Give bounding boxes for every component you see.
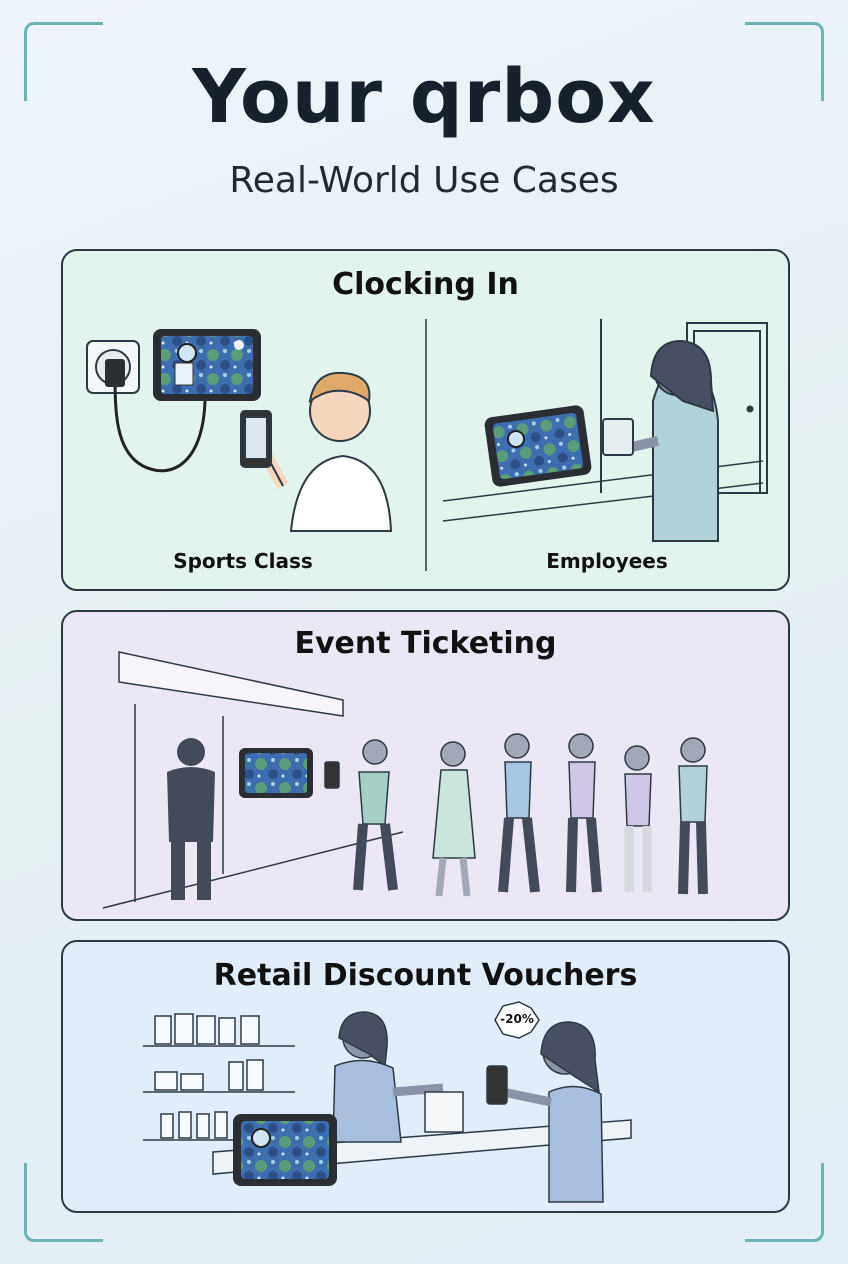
boy-figure-icon	[240, 371, 393, 532]
corner-bracket-bottom-left	[24, 1163, 103, 1242]
queue-person-icon	[432, 741, 476, 897]
queue-person-icon	[566, 733, 602, 893]
qrbox-device-icon	[484, 405, 592, 487]
page-title: Your qrbox	[192, 54, 656, 140]
qrbox-device-icon	[239, 748, 313, 798]
security-guard-figure-icon	[167, 738, 215, 900]
awning-icon	[118, 651, 344, 902]
shopping-bag-icon	[424, 1091, 464, 1133]
event-ticketing-illustration	[102, 651, 708, 909]
store-shelves-icon	[143, 1013, 295, 1141]
plug-icon	[105, 359, 125, 387]
section-clocking-in: Clocking In Sports Class Employees	[61, 249, 790, 591]
corner-bracket-bottom-right	[745, 1163, 824, 1242]
smartphone-icon	[486, 1065, 508, 1105]
caption-employees: Employees	[546, 549, 668, 573]
discount-badge-icon	[494, 1001, 540, 1039]
qrbox-device-icon	[233, 1114, 337, 1186]
page-subtitle: Real-World Use Cases	[229, 160, 619, 201]
cashier-figure-icon	[332, 1011, 464, 1143]
clocking-in-illustration	[86, 319, 768, 571]
section-title-retail-discount-vouchers: Retail Discount Vouchers	[213, 958, 638, 993]
queue-person-icon	[678, 737, 708, 895]
customer-figure-icon	[486, 1021, 604, 1203]
queue-person-icon	[498, 733, 540, 893]
queue-person-icon	[624, 745, 652, 892]
queue-person-icon	[324, 739, 398, 891]
qrbox-device-icon	[153, 329, 261, 401]
employee-figure-icon	[602, 339, 719, 542]
discount-badge-label: -20%	[500, 1012, 534, 1026]
section-event-ticketing: Event Ticketing	[61, 610, 790, 921]
retail-illustration	[143, 1001, 632, 1203]
corner-bracket-top-left	[24, 22, 103, 101]
caption-sports-class: Sports Class	[173, 549, 313, 573]
section-retail-discount-vouchers: Retail Discount Vouchers -20%	[61, 940, 790, 1213]
id-badge-icon	[602, 418, 634, 456]
section-title-event-ticketing: Event Ticketing	[294, 626, 557, 661]
corner-bracket-top-right	[745, 22, 824, 101]
section-title-clocking-in: Clocking In	[332, 267, 519, 302]
